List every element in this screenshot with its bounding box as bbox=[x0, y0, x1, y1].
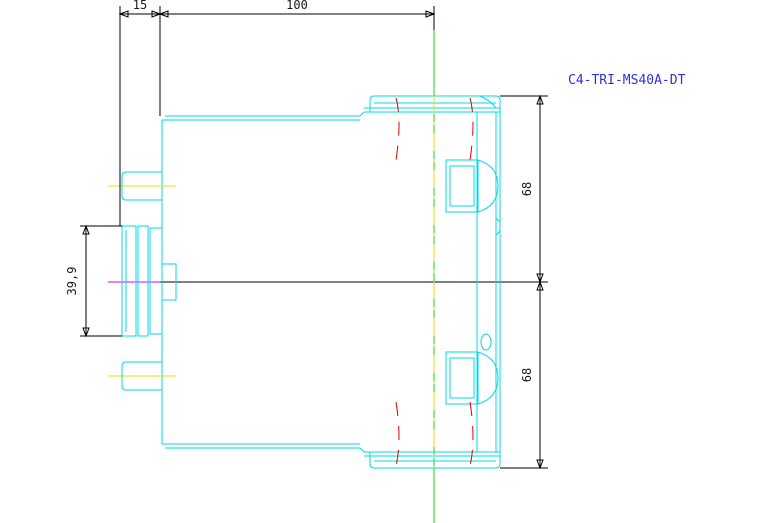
lower-connector-socket bbox=[445, 333, 499, 405]
device-body-outline bbox=[161, 111, 501, 453]
dimension-right bbox=[500, 94, 548, 470]
dimension-top bbox=[118, 6, 436, 226]
dimension-left bbox=[80, 224, 122, 338]
dim-top-main-label: 100 bbox=[286, 0, 308, 12]
bottom-rail-clip bbox=[364, 452, 501, 469]
upper-connector-socket bbox=[445, 159, 499, 213]
part-label: C4-TRI-MS40A-DT bbox=[568, 73, 686, 88]
left-flange-stack bbox=[121, 225, 177, 337]
dim-top-left-label: 15 bbox=[133, 0, 147, 12]
dim-right-lower-label: 68 bbox=[520, 368, 534, 382]
dim-left-height-label: 39,9 bbox=[65, 267, 79, 296]
dim-right-upper-label: 68 bbox=[520, 182, 534, 196]
top-rail-clip bbox=[364, 95, 501, 112]
upper-mounting-pin bbox=[121, 171, 162, 201]
hidden-lines bbox=[395, 97, 474, 467]
lower-mounting-pin bbox=[121, 361, 162, 391]
